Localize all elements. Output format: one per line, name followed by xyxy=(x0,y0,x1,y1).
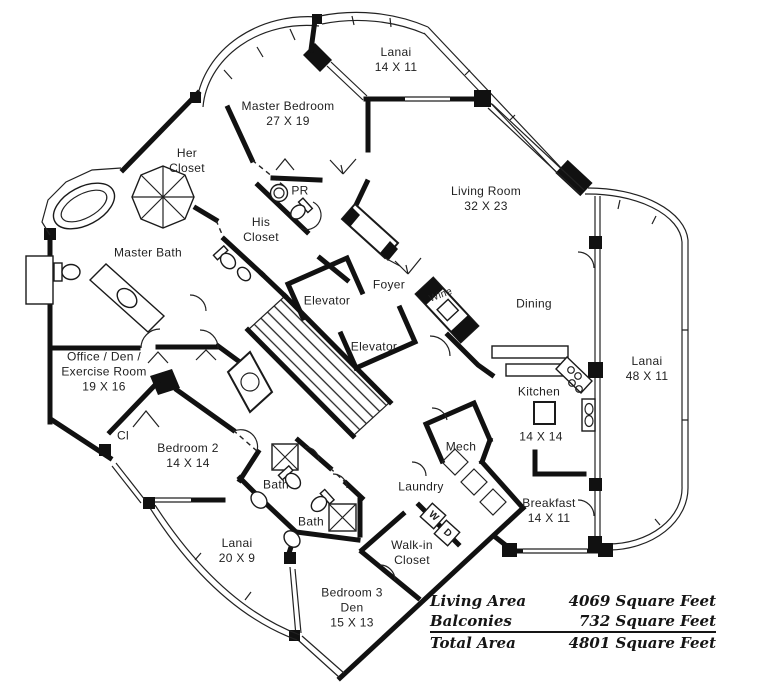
room-label-kitchen-dims: 14 X 14 xyxy=(519,429,563,444)
interior-walls-north xyxy=(303,17,603,549)
bottom-lanai-railing xyxy=(143,497,301,641)
room-label-bath1: Bath xyxy=(263,477,289,492)
area-value-total: 4801 Square Feet xyxy=(568,634,716,652)
room-label-lanai-top: Lanai 14 X 11 xyxy=(374,45,418,74)
bay-window-arch xyxy=(190,14,322,108)
tub-bay-wall xyxy=(41,167,122,236)
room-label-office: Office / Den / Exercise Room 19 X 16 xyxy=(61,349,147,394)
room-label-laundry: Laundry xyxy=(398,479,444,494)
area-row-balconies: Balconies 732 Square Feet xyxy=(430,611,716,631)
laundry-counter xyxy=(441,448,507,516)
his-sink-icon xyxy=(236,266,252,282)
area-value-balconies: 732 Square Feet xyxy=(579,612,716,630)
breakfast-laundry-wall xyxy=(478,436,527,512)
room-label-lanai-bottom: Lanai 20 X 9 xyxy=(218,536,256,565)
wine-cabinet xyxy=(414,276,480,344)
room-label-kitchen: Kitchen xyxy=(517,384,561,399)
room-label-living-room: Living Room 32 X 23 xyxy=(451,184,521,213)
stairs xyxy=(244,292,394,440)
bathtub-icon xyxy=(52,182,116,230)
elevator-shaft-lower xyxy=(337,304,419,372)
foyer-wall xyxy=(316,254,351,284)
bath2-shower-icon xyxy=(328,503,357,532)
right-lanai-railing xyxy=(584,187,689,551)
pr-sink-icon xyxy=(269,183,289,203)
room-label-walkin-closet: Walk-in Closet xyxy=(391,538,433,567)
bath2-toilet-icon xyxy=(310,488,336,513)
room-label-elevator-lower: Elevator xyxy=(350,339,398,354)
utility-basin-room xyxy=(226,350,274,414)
dryer-box xyxy=(433,519,461,547)
area-label-balconies: Balconies xyxy=(430,612,512,630)
gallery-closet xyxy=(340,202,401,267)
area-value-living: 4069 Square Feet xyxy=(568,592,716,610)
room-label-master-bedroom: Master Bedroom 27 X 19 xyxy=(241,99,335,128)
bedroom-wing-walls xyxy=(106,349,366,560)
door-arcs xyxy=(140,201,595,581)
double-door-y-icon xyxy=(275,158,422,275)
room-label-cl: Cl xyxy=(117,428,129,443)
his-toilet-icon xyxy=(212,244,237,270)
walkin-closet-walls xyxy=(358,510,422,602)
washer-box xyxy=(419,502,447,530)
bath2-sink-icon xyxy=(283,530,301,548)
bath1-toilet-icon xyxy=(277,464,302,490)
outer-walls xyxy=(25,11,689,682)
elevator-shaft-upper xyxy=(284,254,366,322)
area-label-total: Total Area xyxy=(430,634,516,652)
foyer-kitchen-wall xyxy=(444,331,496,379)
kitchen-breakfast-wall xyxy=(532,449,587,477)
master-suite-walls xyxy=(47,104,323,372)
bath-bay-window xyxy=(25,255,54,305)
mech-room-walls xyxy=(422,399,494,465)
toilet-icon xyxy=(53,262,81,282)
kitchen-island xyxy=(533,401,556,425)
room-label-her-closet: Her Closet xyxy=(169,146,205,175)
room-label-dining: Dining xyxy=(516,296,552,311)
area-row-living: Living Area 4069 Square Feet xyxy=(430,591,716,611)
bath1-sink-icon xyxy=(250,491,268,509)
room-label-lanai-right: Lanai 48 X 11 xyxy=(625,354,669,383)
room-label-elevator-upper: Elevator xyxy=(303,293,351,308)
kitchen-counters xyxy=(491,345,596,432)
area-row-total: Total Area 4801 Square Feet xyxy=(430,631,716,653)
room-label-foyer: Foyer xyxy=(372,277,406,292)
room-label-mech: Mech xyxy=(445,439,477,454)
room-label-master-bath: Master Bath xyxy=(114,245,182,260)
room-label-bath2: Bath xyxy=(298,514,324,529)
area-label-living: Living Area xyxy=(430,592,527,610)
area-summary-table: Living Area 4069 Square Feet Balconies 7… xyxy=(430,591,716,653)
vanity-sink-icon xyxy=(88,263,166,333)
shower-octagon-icon xyxy=(131,165,195,229)
bath1-shower-icon xyxy=(271,443,299,471)
room-label-bedroom2: Bedroom 2 14 X 14 xyxy=(157,441,219,470)
room-label-his-closet: His Closet xyxy=(243,215,279,244)
room-label-pr: PR xyxy=(291,183,309,198)
room-label-bedroom3: Bedroom 3 Den 15 X 13 xyxy=(321,585,383,630)
room-label-breakfast: Breakfast 14 X 11 xyxy=(522,496,576,525)
pr-toilet-icon xyxy=(290,197,314,220)
